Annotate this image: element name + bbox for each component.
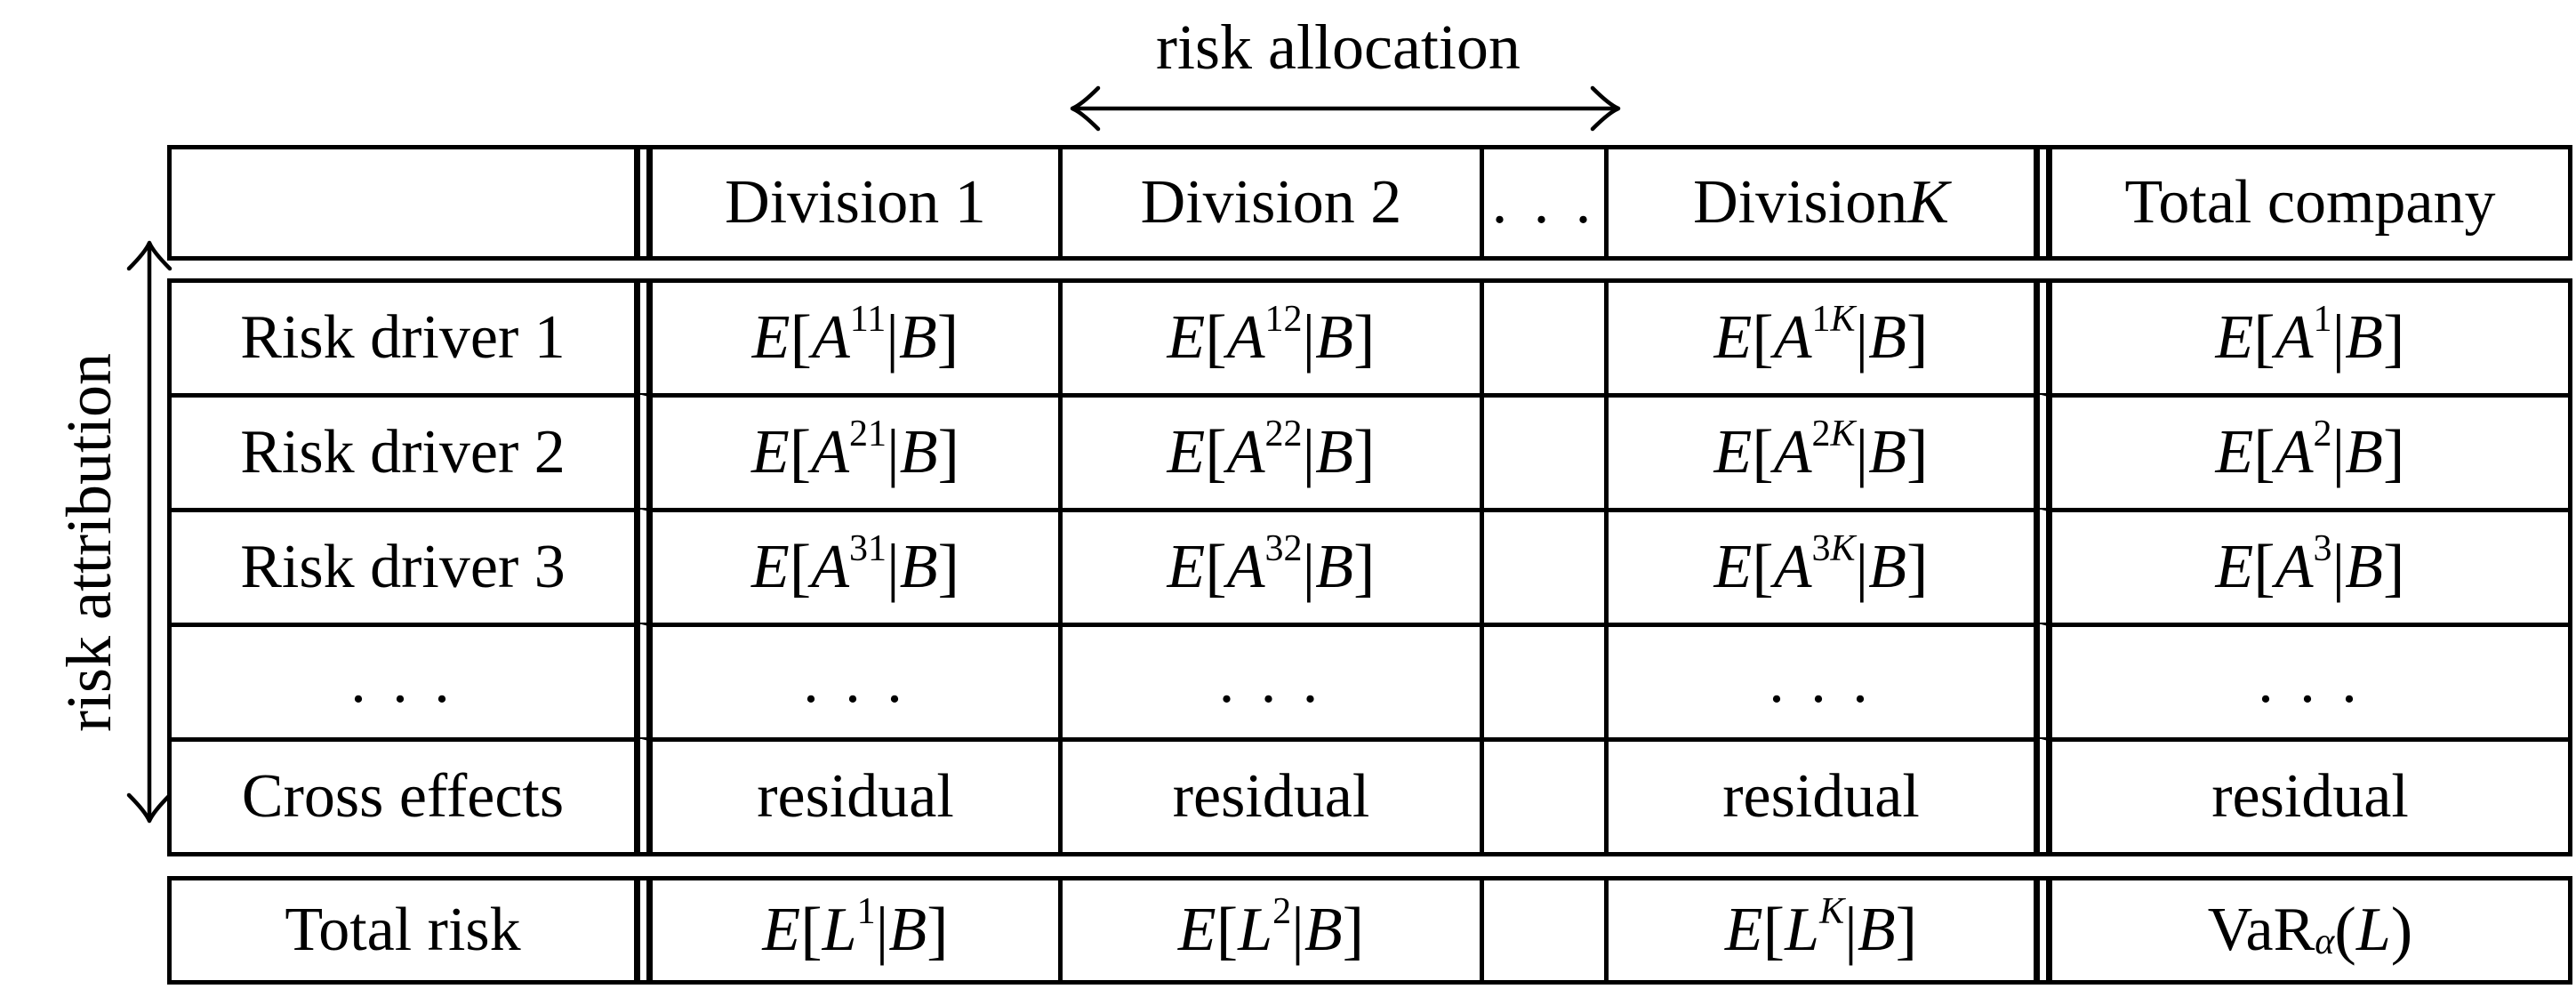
row-label-cross-effects: Cross effects (172, 737, 634, 852)
header-cell-division-2: Division 2 (1058, 149, 1480, 256)
double-arrow-horizontal-icon (1070, 85, 1621, 132)
cell-total-risk-ellipsis (1480, 880, 1604, 980)
row-label-ellipsis: . . . (172, 623, 634, 737)
cell-ellipsis-ellipsis (1480, 623, 1604, 737)
cell-ellipsis-total-company: . . . (2034, 623, 2568, 737)
double-arrow-vertical-icon (126, 240, 173, 824)
cell-risk-driver-2-ellipsis (1480, 393, 1604, 508)
cell-risk-driver-3-ellipsis (1480, 508, 1604, 623)
cell-ellipsis-division-k: . . . (1604, 623, 2034, 737)
top-axis-label: risk allocation (1156, 12, 1521, 83)
cell-ellipsis-division-1: . . . (634, 623, 1058, 737)
left-axis-label: risk attribution (53, 353, 124, 732)
cell-cross-effects-division-1: residual (634, 737, 1058, 852)
cell-risk-driver-1-ellipsis (1480, 283, 1604, 393)
header-cell-division-k: Division K (1604, 149, 2034, 256)
cell-cross-effects-division-k: residual (1604, 737, 2034, 852)
row-label-risk-driver-1: Risk driver 1 (240, 303, 566, 372)
cell-cross-effects-division-2: residual (1058, 737, 1480, 852)
header-cell-blank (172, 149, 634, 256)
cell-ellipsis-division-2: . . . (1058, 623, 1480, 737)
cell-cross-effects-ellipsis (1480, 737, 1604, 852)
table-header-section: Division 1 Division 2 . . . Division K T… (167, 145, 2572, 261)
row-label-risk-driver-2: Risk driver 2 (172, 393, 634, 508)
header-cell-total-company: Total company (2034, 149, 2568, 256)
row-label-total-risk: Total risk (285, 896, 521, 964)
header-cell-ellipsis: . . . (1480, 149, 1604, 256)
cell-cross-effects-total-company: residual (2034, 737, 2568, 852)
row-label-risk-driver-3: Risk driver 3 (172, 508, 634, 623)
header-cell-division-1: Division 1 (634, 149, 1058, 256)
